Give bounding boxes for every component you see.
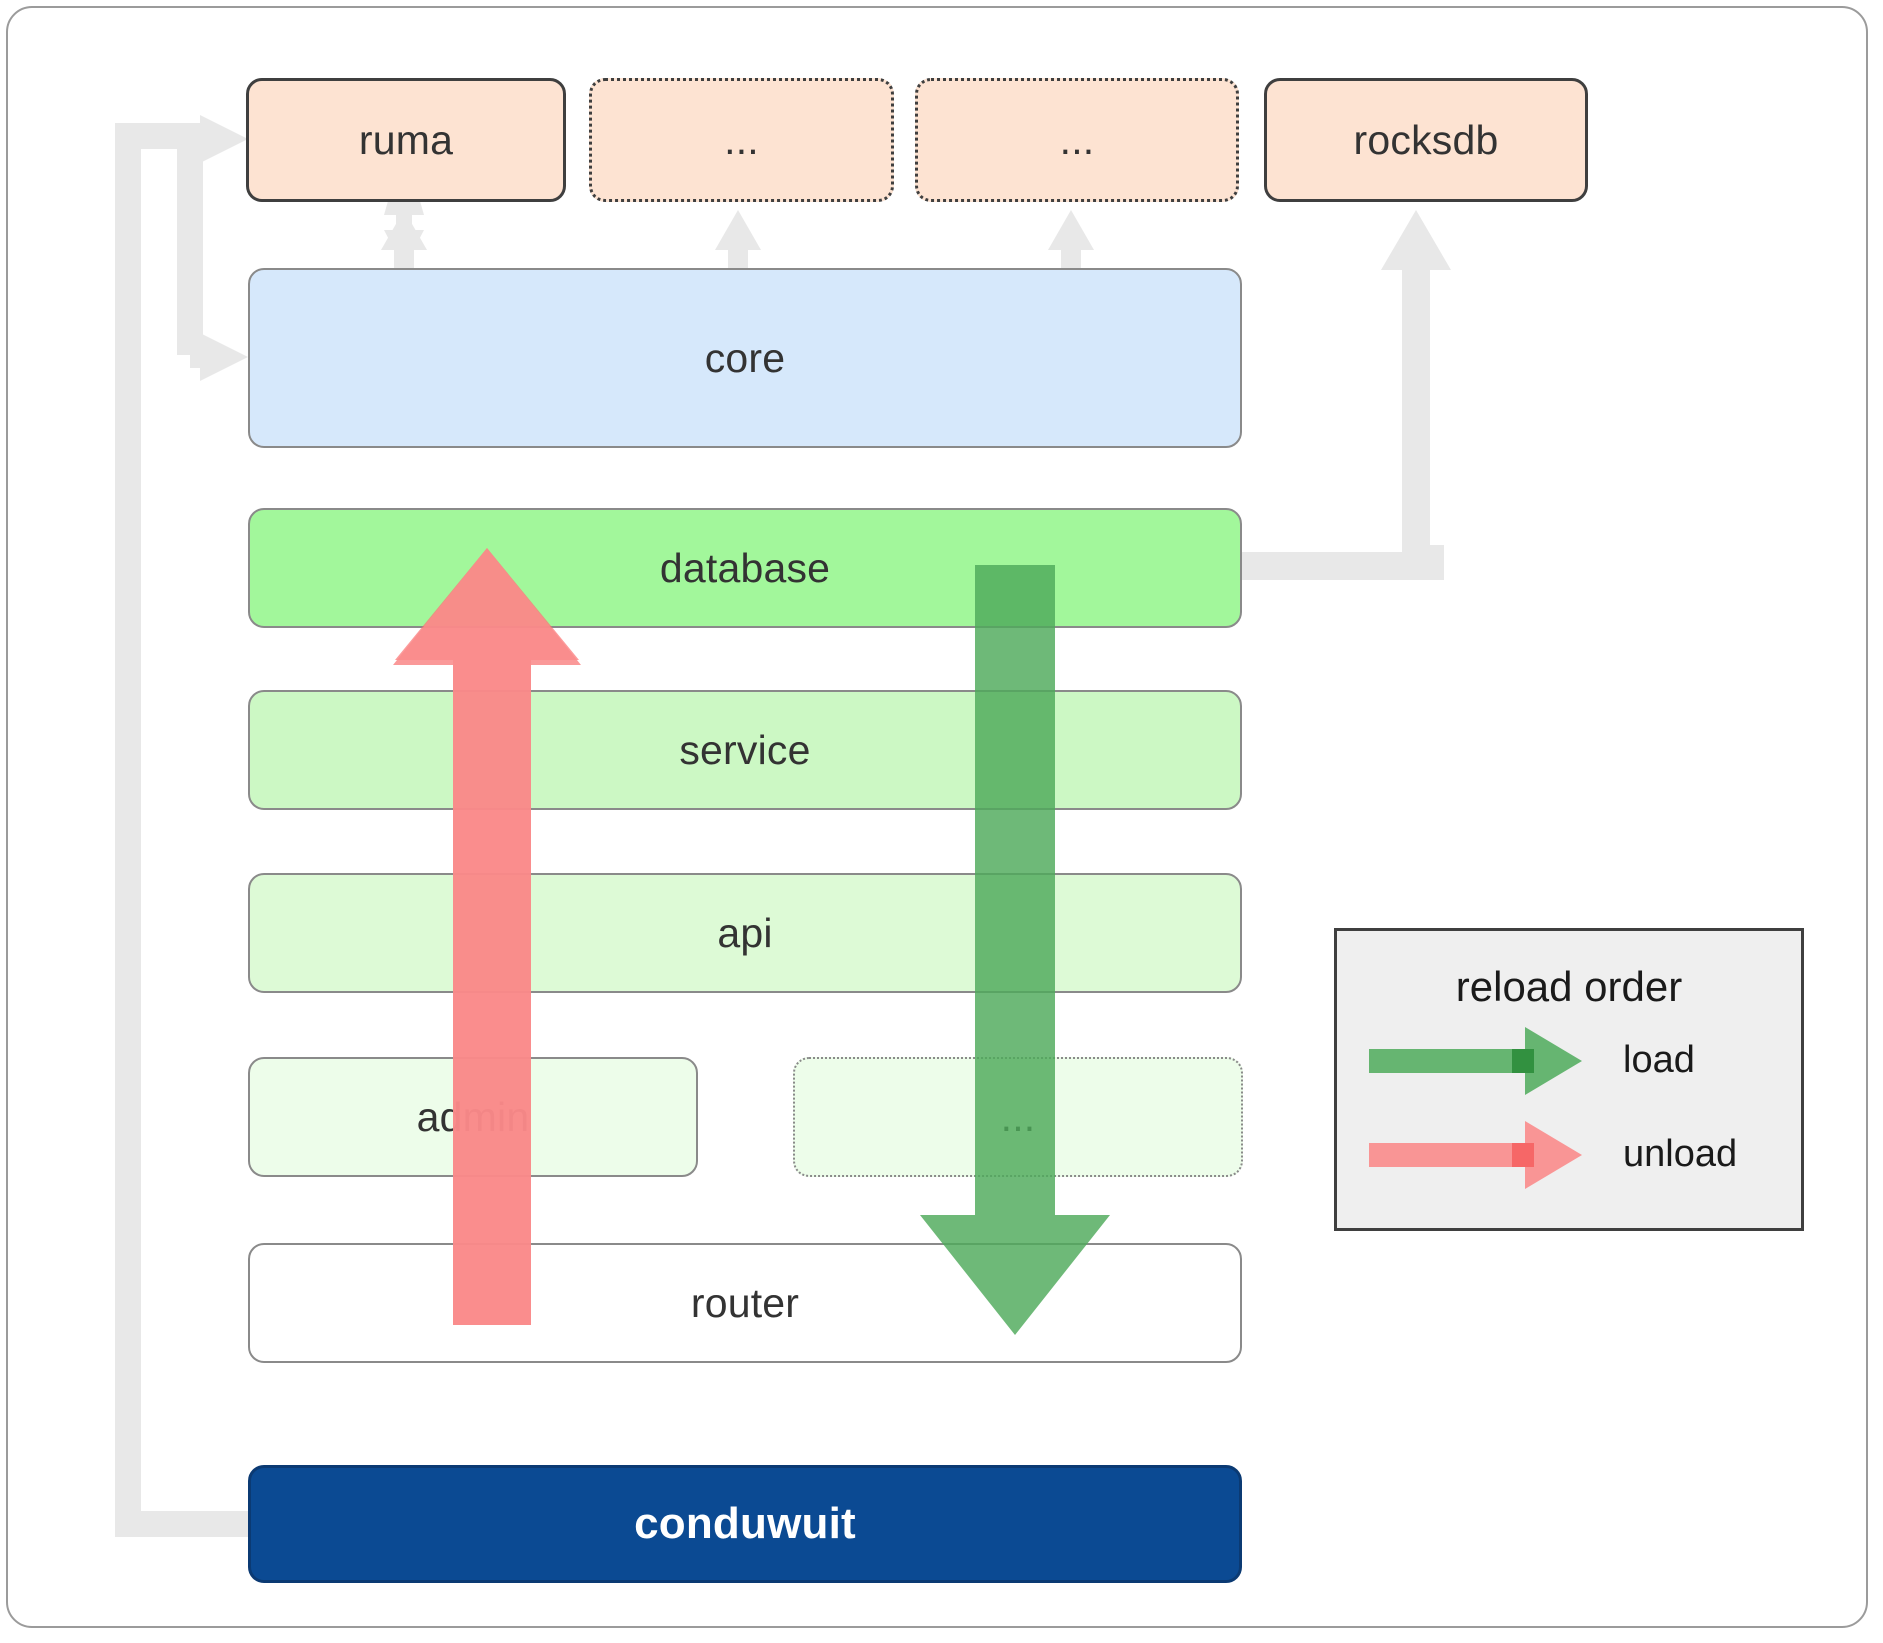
node-crate-ellipsis-label: ... [1000, 1093, 1036, 1140]
node-crate-ellipsis[interactable]: ... [793, 1057, 1243, 1177]
node-api[interactable]: api [248, 873, 1242, 993]
node-dep-ellipsis-1[interactable]: ... [589, 78, 894, 202]
node-api-label: api [717, 909, 773, 956]
node-router[interactable]: router [248, 1243, 1242, 1363]
node-service-label: service [679, 726, 811, 773]
legend-title: reload order [1455, 963, 1683, 1010]
node-admin-label: admin [416, 1093, 530, 1140]
node-ruma-label: ruma [358, 116, 454, 163]
legend-label-unload: unload [1623, 1133, 1738, 1175]
legend-box: reload order load unload [1334, 928, 1804, 1231]
node-conduwuit-label: conduwuit [634, 1499, 856, 1548]
node-database[interactable]: database [248, 508, 1242, 628]
node-router-label: router [690, 1279, 800, 1326]
node-rocksdb-label: rocksdb [1353, 116, 1499, 163]
legend-unload-arrow [1369, 1121, 1582, 1189]
node-dep-ellipsis-2-label: ... [1059, 116, 1095, 163]
node-core[interactable]: core [248, 268, 1242, 448]
node-dep-ellipsis-2[interactable]: ... [915, 78, 1239, 202]
legend-arrow-graphics [1369, 1027, 1582, 1189]
node-service[interactable]: service [248, 690, 1242, 810]
node-rocksdb[interactable]: rocksdb [1264, 78, 1588, 202]
node-admin[interactable]: admin [248, 1057, 698, 1177]
legend-label-load: load [1623, 1039, 1695, 1081]
node-database-label: database [659, 544, 831, 591]
node-dep-ellipsis-1-label: ... [724, 116, 759, 163]
legend-load-arrow [1369, 1027, 1582, 1095]
node-core-label: core [704, 334, 786, 381]
node-ruma[interactable]: ruma [246, 78, 566, 202]
node-conduwuit[interactable]: conduwuit [248, 1465, 1242, 1583]
diagram-frame [6, 6, 1868, 1628]
